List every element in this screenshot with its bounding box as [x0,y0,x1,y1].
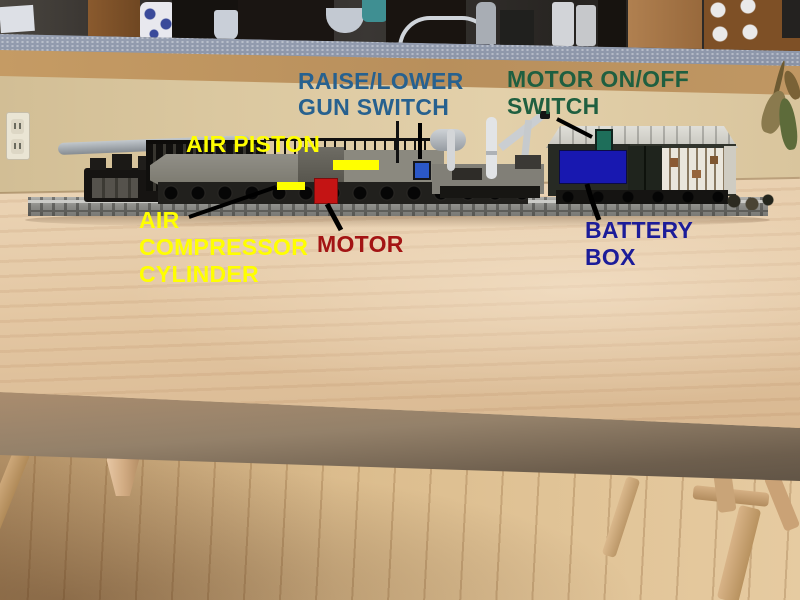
dark-gap [598,0,626,47]
ceramic-jar [140,2,176,44]
label-motor: MOTOR [317,231,404,258]
dark-edge-item [782,0,800,38]
rail-shadow [28,210,768,212]
gray-buffer-blocks [92,178,138,198]
bogie-detail [112,154,132,170]
dark-box [500,10,534,45]
track-end-debris [724,192,776,210]
label-line: BATTERY [585,217,694,243]
label-line: SWITCH [507,93,600,119]
label-motor-on-off-switch: MOTOR ON/OFF SWITCH [507,66,689,120]
label-line: RAISE/LOWER [298,68,464,94]
label-line: MOTOR ON/OFF [507,66,690,92]
table-surface [0,177,800,428]
teal-cup [362,0,388,22]
outlet-socket-top [11,119,24,134]
white-cup [214,10,238,40]
outlet-socket-bottom [11,139,24,154]
wood-box [628,0,702,51]
marker-motor [314,178,338,204]
slat-patch [710,156,718,164]
crane-base [515,155,541,169]
dried-plant [756,60,800,160]
label-battery-box: BATTERY BOX [585,217,693,271]
marker-battery-box [559,150,627,184]
spray-bottle-2 [576,5,596,46]
label-line: GUN SWITCH [298,94,450,120]
label-line: COMPRESSOR [139,234,309,260]
boxcar-undercarriage [556,190,728,204]
boxcar-end-post [724,146,736,194]
shell-small [447,129,455,171]
marker-air-piston [333,160,379,170]
label-line: MOTOR [317,231,404,257]
label-line: CYLINDER [139,261,259,287]
label-line: AIR PISTON [186,131,321,157]
slat-patch [670,158,678,167]
plant-leaves-2 [776,97,800,151]
flatcar-under [440,186,540,198]
steel-bottle [476,2,496,44]
boxcar-roof [546,126,738,148]
boxcar-doors [628,146,662,194]
bogie-detail [90,158,106,170]
slat-patch [692,170,701,178]
crane-pulley [540,111,550,119]
spray-bottle [552,2,574,46]
paper [0,4,35,34]
antenna [396,121,399,163]
door-split [644,146,646,194]
boxcar-slats [662,148,724,192]
label-raise-lower-gun-switch: RAISE/LOWER GUN SWITCH [298,68,464,120]
label-line: AIR [139,207,180,233]
label-air-compressor-cylinder: AIR COMPRESSOR CYLINDER [139,207,308,288]
flatcar-detail [452,168,482,180]
dark-bottles [238,0,334,47]
label-line: BOX [585,244,636,270]
marker-air-compressor [277,182,305,190]
wall-outlet [6,112,30,160]
shell-tall [486,117,497,179]
marker-gun-switch [413,161,431,180]
label-air-piston: AIR PISTON [186,131,320,158]
shell-band [486,151,497,155]
wood-shelf [88,0,140,42]
